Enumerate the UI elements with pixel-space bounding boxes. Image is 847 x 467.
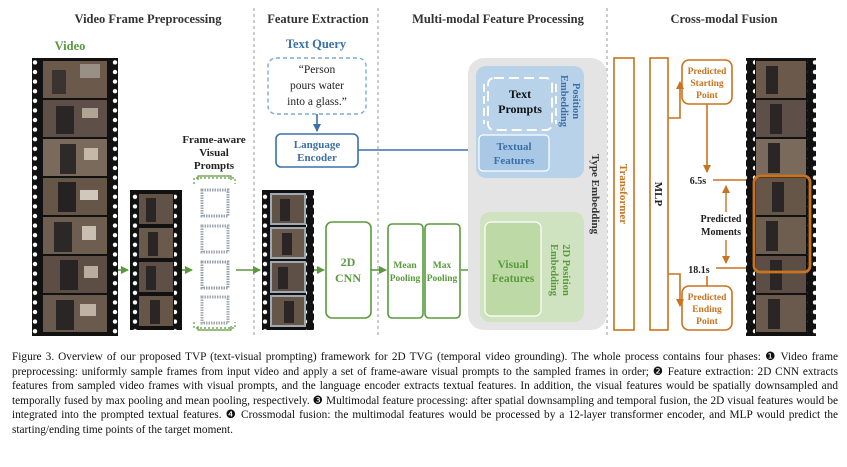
caption-label: Figure 3.: [12, 351, 55, 363]
position-embedding-line1: Position: [570, 83, 581, 119]
max-pooling-line2: Pooling: [427, 274, 458, 284]
visual-features-box: [484, 221, 542, 317]
mlp-label: MLP: [652, 182, 664, 207]
textual-features-box: [478, 134, 550, 172]
output-frame: [756, 217, 806, 254]
video-frame: [43, 178, 107, 215]
predicted-end-line3: Point: [696, 317, 718, 327]
predicted-start-line2: Starting: [690, 79, 724, 89]
pos2d-embedding-label: 2D Position Embedding: [548, 244, 571, 297]
frame-aware-line1: Frame-aware: [182, 134, 245, 146]
output-frame: [756, 61, 806, 98]
input-video-filmstrip: [32, 58, 118, 336]
visual-features-label: Visual Features: [492, 259, 535, 285]
pos2d-embedding-line1: 2D Position: [560, 244, 571, 296]
start-time-label: 6.5s: [690, 176, 707, 187]
predicted-moments-line1: Predicted: [701, 214, 742, 225]
text-query-box: [267, 57, 367, 115]
tvp-framework-diagram: Video Frame Preprocessing Feature Extrac…: [32, 8, 816, 336]
predicted-start-line3: Point: [696, 91, 718, 101]
predicted-moments-label: Predicted Moments: [701, 214, 742, 238]
mean-pooling-box: [387, 223, 424, 319]
mean-pooling-line2: Pooling: [390, 274, 421, 284]
video-frame: [43, 139, 107, 176]
caption-text: Overview of our proposed TVP (text-visua…: [12, 351, 838, 436]
type-embedding-label: Type Embedding: [589, 154, 601, 235]
text-prompts-line2: Prompts: [498, 102, 542, 116]
text-prompts-label: Text Prompts: [498, 87, 542, 116]
language-encoder-line1: Language: [294, 139, 341, 151]
visual-features-line2: Features: [492, 273, 535, 285]
predicted-end-line2: Ending: [692, 305, 722, 315]
visual-prompt-frame: [200, 295, 230, 325]
video-frame: [43, 61, 107, 98]
frame-aware-line2: Visual: [199, 147, 229, 159]
cnn-line1: 2D: [341, 255, 356, 269]
visual-features-line1: Visual: [498, 259, 529, 271]
language-encoder-label: Language Encoder: [294, 139, 341, 164]
text-query-content: “Person pours water into a glass.”: [287, 64, 347, 108]
header-feature-extraction: Feature Extraction: [267, 12, 369, 26]
figure-caption: Figure 3.Overview of our proposed TVP (t…: [12, 350, 838, 438]
max-pooling-line1: Max: [433, 261, 452, 271]
video-frame: [43, 295, 107, 332]
text-query-line1: “Person: [299, 64, 336, 76]
cnn-line2: CNN: [335, 271, 361, 285]
position-embedding-line2: Embedding: [558, 75, 569, 128]
text-query-label: Text Query: [286, 37, 347, 51]
text-query-line3: into a glass.”: [287, 96, 347, 108]
output-frame: [756, 139, 806, 176]
predicted-end-label: Predicted Ending Point: [688, 293, 728, 327]
text-prompts-line1: Text: [509, 87, 531, 101]
video-frame: [43, 217, 107, 254]
mlp-box: [649, 57, 669, 331]
mean-pooling-label: Mean Pooling: [390, 261, 421, 284]
frame-aware-label: Frame-aware Visual Prompts: [182, 134, 245, 172]
mean-pooling-line1: Mean: [393, 261, 417, 271]
visual-prompts-group: [193, 175, 236, 331]
predicted-start-label: Predicted Starting Point: [688, 67, 728, 101]
transformer-label: Transformer: [617, 164, 629, 224]
transformer-box: [613, 57, 635, 331]
textual-features-line2: Features: [494, 155, 535, 167]
position-embedding-label: Position Embedding: [558, 75, 581, 128]
max-pooling-label: Max Pooling: [427, 261, 458, 284]
cnn-box: [325, 221, 372, 319]
video-label: Video: [55, 39, 86, 53]
prompted-frames-filmstrip: [262, 190, 314, 330]
predicted-start-line1: Predicted: [688, 67, 728, 77]
predicted-moment-highlight: [752, 174, 812, 274]
visual-prompt-frame: [200, 224, 230, 254]
cnn-label: 2D CNN: [335, 255, 361, 285]
frame-aware-line3: Prompts: [194, 160, 235, 172]
header-crossmodal-fusion: Cross-modal Fusion: [670, 12, 777, 26]
end-time-label: 18.1s: [688, 265, 710, 276]
textual-features-label: Textual Features: [494, 141, 535, 167]
sampled-frames-filmstrip: [130, 190, 182, 330]
video-frame: [43, 256, 107, 293]
header-multimodal-processing: Multi-modal Feature Processing: [412, 12, 584, 26]
predicted-moments-line2: Moments: [701, 227, 741, 238]
max-pooling-box: [424, 223, 461, 319]
section-headers: Video Frame Preprocessing Feature Extrac…: [75, 12, 778, 26]
header-video-frame-preprocessing: Video Frame Preprocessing: [75, 12, 223, 26]
video-frame: [43, 100, 107, 137]
mlp-output-arrows: [668, 81, 684, 307]
pos2d-embedding-line2: Embedding: [548, 244, 559, 297]
predicted-end-line1: Predicted: [688, 293, 728, 303]
output-video-filmstrip: [746, 58, 816, 336]
language-encoder-line2: Encoder: [297, 152, 337, 164]
text-prompts-box: [483, 77, 557, 131]
output-frame: [756, 295, 806, 332]
textual-features-line1: Textual: [496, 141, 531, 153]
text-query-line2: pours water: [290, 80, 344, 92]
visual-prompt-frame: [200, 260, 230, 290]
visual-prompt-frame: [200, 188, 230, 218]
